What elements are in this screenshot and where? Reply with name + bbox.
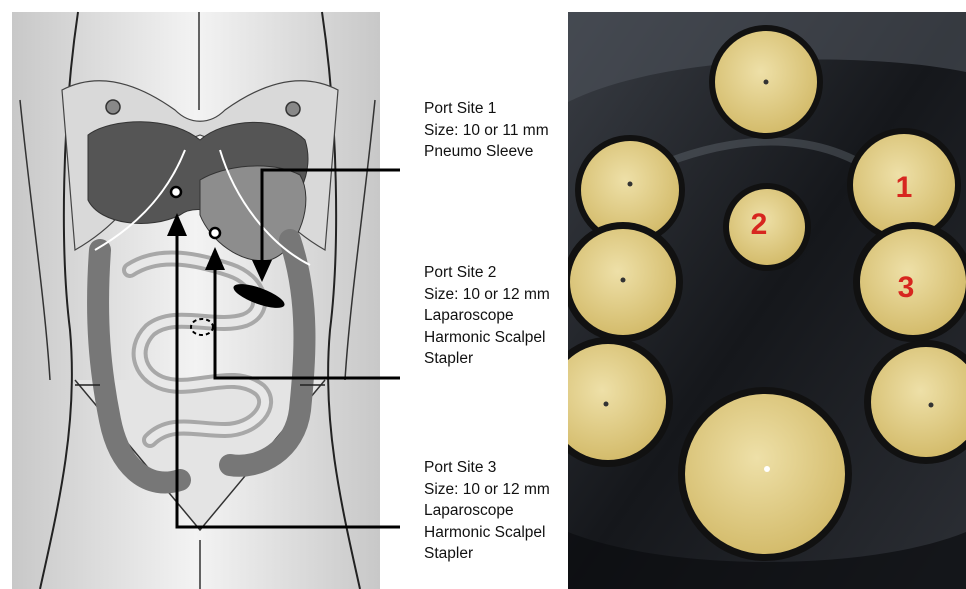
abdomen-diagram bbox=[0, 0, 400, 589]
port-site-2-title: Port Site 2 bbox=[424, 262, 550, 284]
port-site-1-size: Size: 10 or 11 mm bbox=[424, 120, 549, 142]
port-site-3-instrument: Laparoscope bbox=[424, 500, 550, 522]
port-site-3-caption: Port Site 3 Size: 10 or 12 mm Laparoscop… bbox=[424, 457, 550, 565]
port-site-3-instrument: Stapler bbox=[424, 543, 550, 565]
nipple-left-icon bbox=[106, 100, 120, 114]
port-site-3-size: Size: 10 or 12 mm bbox=[424, 479, 550, 501]
port-site-1-instrument: Pneumo Sleeve bbox=[424, 141, 549, 163]
port-pad bbox=[709, 25, 823, 139]
port-site-2-size: Size: 10 or 12 mm bbox=[424, 284, 550, 306]
port-pad bbox=[568, 222, 683, 342]
photo-label-3: 3 bbox=[898, 271, 915, 304]
photo-label-2: 2 bbox=[751, 208, 768, 241]
port-site-1-caption: Port Site 1 Size: 10 or 11 mm Pneumo Sle… bbox=[424, 98, 549, 163]
port-site-2-instrument: Laparoscope bbox=[424, 305, 550, 327]
port-pad bbox=[678, 387, 852, 561]
training-tray-photo: 1 2 3 bbox=[568, 12, 966, 589]
photo-label-1: 1 bbox=[896, 171, 913, 204]
nipple-right-icon bbox=[286, 102, 300, 116]
port-site-2-instrument: Harmonic Scalpel bbox=[424, 327, 550, 349]
port-site-3-title: Port Site 3 bbox=[424, 457, 550, 479]
port-marker-1 bbox=[171, 187, 181, 197]
port-site-2-instrument: Stapler bbox=[424, 348, 550, 370]
port-site-3-instrument: Harmonic Scalpel bbox=[424, 522, 550, 544]
port-site-2-caption: Port Site 2 Size: 10 or 12 mm Laparoscop… bbox=[424, 262, 550, 370]
port-marker-2 bbox=[210, 228, 220, 238]
port-site-1-title: Port Site 1 bbox=[424, 98, 549, 120]
